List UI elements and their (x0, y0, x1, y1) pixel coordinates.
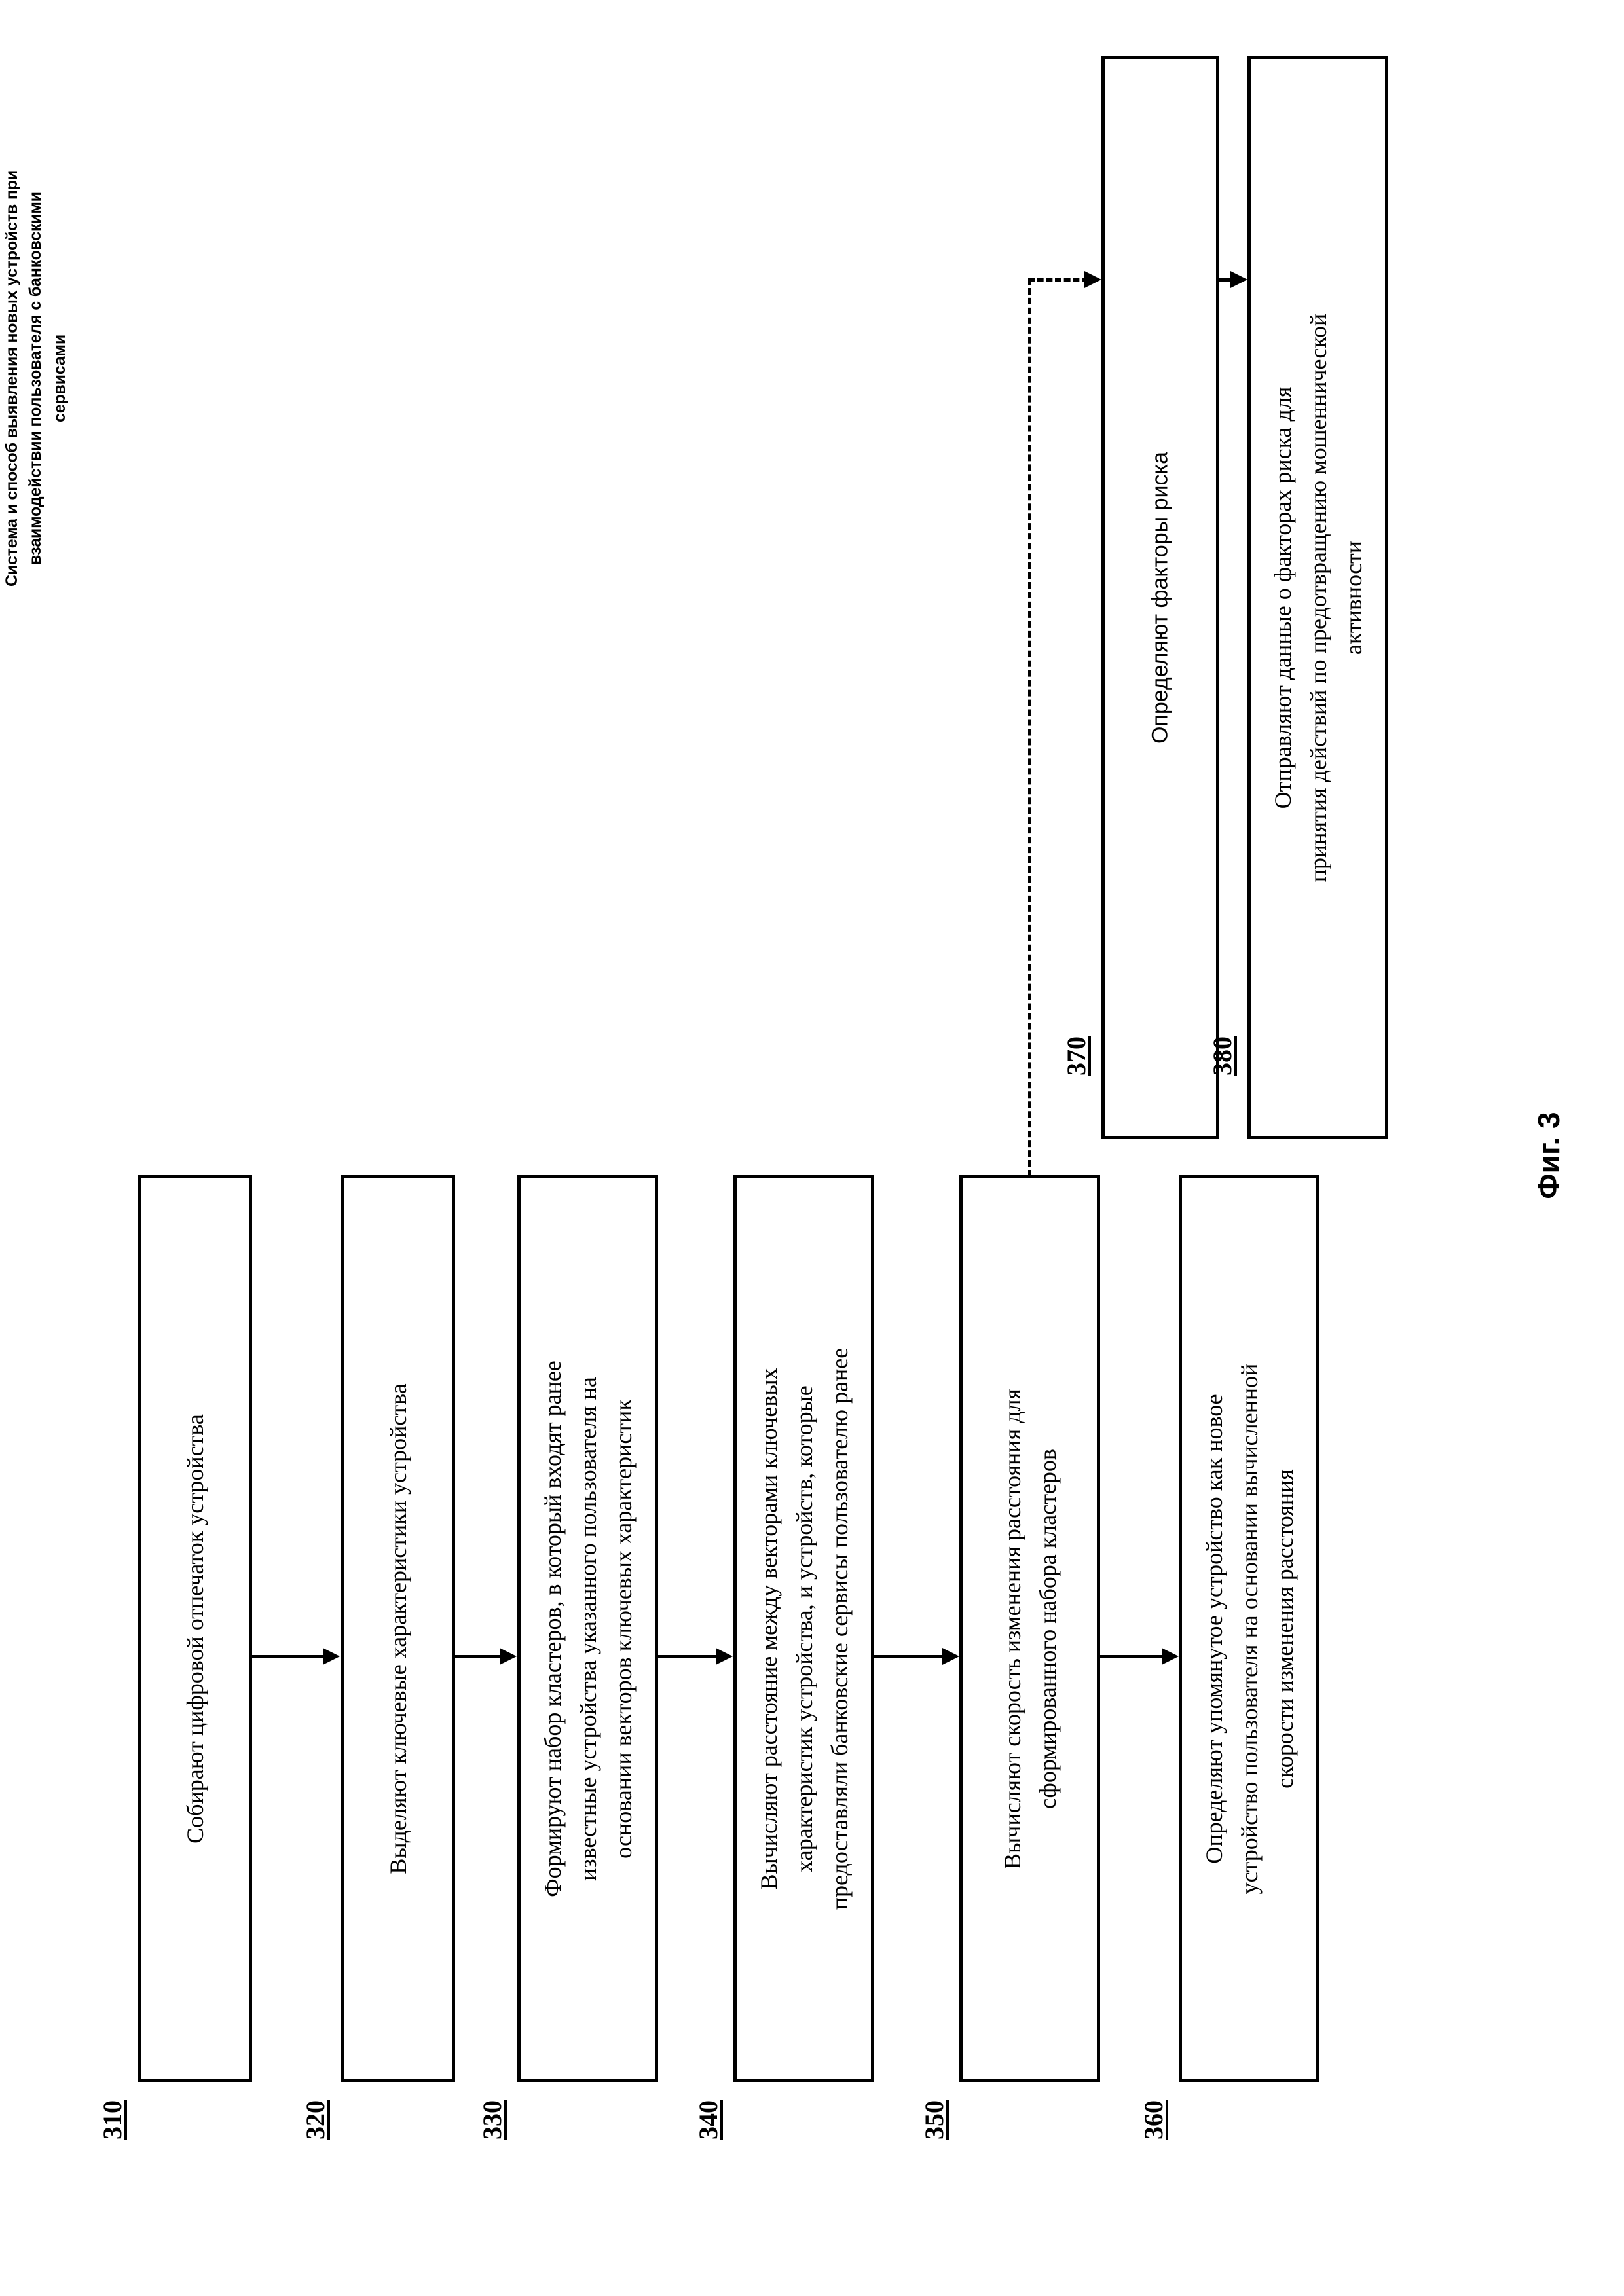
process-box-310-text: Собирают цифровой отпечаток устройства (181, 1413, 208, 1844)
figure-label: Фиг. 3 (1532, 1112, 1566, 1199)
connector-310-320-arrowhead (323, 1648, 340, 1665)
process-box-340[interactable]: Вычисляют расстояние между векторами клю… (733, 1175, 874, 2082)
connector-370-380-horizontal-b (1219, 278, 1235, 282)
connector-350-360-line (1100, 1655, 1162, 1658)
connector-350-360-arrowhead (1162, 1648, 1179, 1665)
figure-caption-line-3: сервисами (50, 335, 69, 422)
connector-330-340-line (658, 1655, 716, 1658)
ref-numeral-330: 330 (477, 2100, 507, 2140)
connector-370-380-arrowhead (1230, 271, 1247, 288)
connector-320-330-arrowhead (500, 1648, 517, 1665)
process-box-370-text: Определяют факторы риска (1147, 451, 1173, 744)
connector-350-370-vertical (1028, 278, 1031, 1176)
connector-310-320-line (252, 1655, 323, 1658)
ref-numeral-370: 370 (1061, 1036, 1091, 1076)
process-box-330[interactable]: Формируют набор кластеров, в который вхо… (517, 1175, 658, 2082)
figure-caption-line-1: Система и способ выявления новых устройс… (3, 170, 21, 587)
process-box-360-text: Определяют упомянутое устройство как нов… (1200, 1363, 1298, 1894)
connector-340-350-line (874, 1655, 942, 1658)
ref-numeral-360: 360 (1139, 2100, 1168, 2140)
process-box-330-text: Формируют набор кластеров, в который вхо… (539, 1360, 637, 1897)
ref-numeral-380: 380 (1208, 1036, 1237, 1076)
process-box-370[interactable]: Определяют факторы риска (1101, 56, 1219, 1139)
figure-caption: Система и способ выявления новых устройс… (0, 0, 141, 771)
process-box-350[interactable]: Вычисляют скорость изменения расстояния … (959, 1175, 1100, 2082)
ref-numeral-320: 320 (301, 2100, 330, 2140)
connector-350-370-horizontal (1028, 278, 1088, 282)
process-box-320-text: Выделяют ключевые характеристики устройс… (384, 1383, 411, 1874)
connector-340-350-arrowhead (942, 1648, 959, 1665)
ref-numeral-310: 310 (98, 2100, 127, 2140)
process-box-380-text: Отправляют данные о факторах риска для п… (1269, 313, 1367, 882)
process-box-360[interactable]: Определяют упомянутое устройство как нов… (1179, 1175, 1320, 2082)
figure-caption-line-2: взаимодействии пользователя с банковским… (26, 192, 45, 565)
process-box-320[interactable]: Выделяют ключевые характеристики устройс… (341, 1175, 455, 2082)
ref-numeral-350: 350 (919, 2100, 949, 2140)
connector-330-340-arrowhead (716, 1648, 733, 1665)
process-box-350-text: Вычисляют скорость изменения расстояния … (999, 1388, 1061, 1869)
process-box-340-text: Вычисляют расстояние между векторами клю… (755, 1347, 853, 1910)
connector-350-370-arrowhead (1084, 271, 1101, 288)
process-box-380[interactable]: Отправляют данные о факторах риска для п… (1247, 56, 1388, 1139)
ref-numeral-340: 340 (693, 2100, 723, 2140)
connector-320-330-line (455, 1655, 500, 1658)
process-box-310[interactable]: Собирают цифровой отпечаток устройства (138, 1175, 252, 2082)
